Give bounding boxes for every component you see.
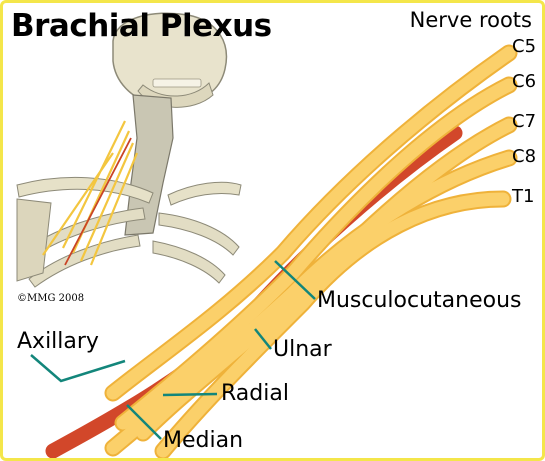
label-ulnar: Ulnar [273, 337, 332, 362]
clavicle [16, 176, 154, 204]
leader-lines [30, 260, 316, 440]
root-label-c7: C7 [512, 111, 537, 132]
copyright-notice: ©MMG 2008 [17, 293, 85, 304]
leader-musculocutaneous [274, 260, 316, 300]
nerve-roots-heading: Nerve roots [409, 8, 532, 32]
diagram-title: Brachial Plexus [11, 8, 272, 44]
label-musculocutaneous: Musculocutaneous [317, 288, 522, 313]
skeleton-illustration [16, 12, 242, 288]
scapula [16, 198, 52, 282]
nerve-c5 [106, 46, 516, 400]
root-label-t1: T1 [512, 186, 535, 207]
rib-3 [158, 212, 240, 256]
nerve-c6 [116, 78, 516, 430]
nerve-t1 [156, 192, 510, 458]
label-median: Median [163, 428, 244, 453]
label-radial: Radial [221, 381, 289, 406]
leader-axillary [30, 354, 126, 383]
mini-plexus-nerves [42, 120, 139, 266]
clavicle-right [167, 181, 242, 206]
teeth [152, 78, 202, 88]
nerve-c8 [106, 151, 516, 455]
root-label-c5: C5 [512, 36, 537, 57]
leader-ulnar [254, 328, 272, 350]
mini-plexus-artery [64, 137, 132, 266]
leader-radial [162, 392, 218, 397]
root-label-c6: C6 [512, 71, 537, 92]
nerve-bundles [104, 44, 518, 458]
label-axillary: Axillary [17, 329, 99, 354]
rib-4 [152, 240, 226, 284]
cervical-spine [124, 94, 174, 236]
leader-median [126, 404, 162, 440]
root-label-c8: C8 [512, 146, 537, 167]
brachial-plexus-illustration [16, 12, 518, 458]
